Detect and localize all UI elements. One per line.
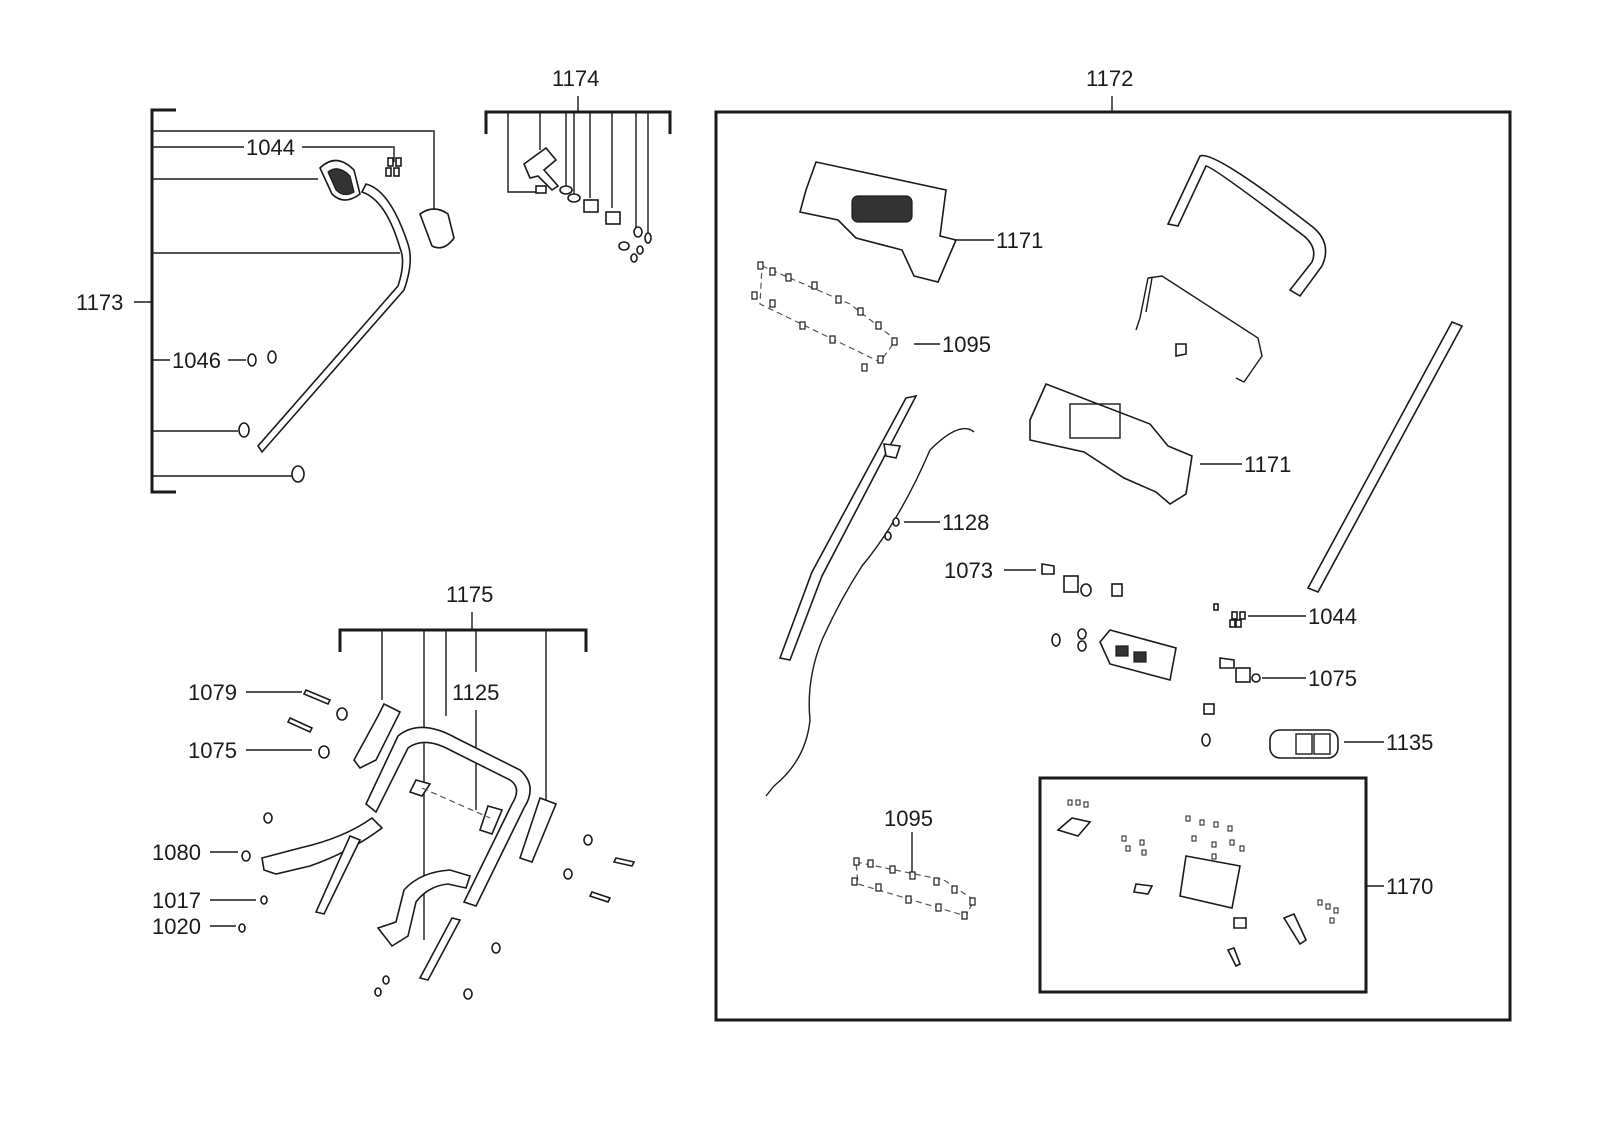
- group-label-1174: 1174: [552, 66, 599, 91]
- group-label-1173: 1173: [76, 290, 123, 315]
- label-1079: 1079: [188, 680, 237, 705]
- group-label-1175: 1175: [446, 582, 493, 607]
- group-label-1172: 1172: [1086, 66, 1133, 91]
- group-1173: 1173 1044 1046: [76, 108, 455, 494]
- label-1075-right: 1075: [1308, 666, 1357, 691]
- label-1170: 1170: [1386, 874, 1433, 899]
- group-1174: 1174: [484, 66, 672, 263]
- label-1020: 1020: [152, 914, 201, 939]
- label-1075-left: 1075: [188, 738, 237, 763]
- label-1046: 1046: [172, 348, 221, 373]
- label-1095-a: 1095: [942, 332, 991, 357]
- label-1095-b: 1095: [884, 806, 933, 831]
- group-1175: 1175 1125 1079 1075 1080: [152, 582, 636, 1000]
- label-1125: 1125: [452, 680, 499, 705]
- label-1017: 1017: [152, 888, 201, 913]
- label-1128: 1128: [942, 510, 989, 535]
- label-1080: 1080: [152, 840, 201, 865]
- label-1135: 1135: [1386, 730, 1433, 755]
- group-1172: 1172 1171 1095 1171: [714, 66, 1512, 1022]
- label-1171-a: 1171: [996, 228, 1043, 253]
- label-1171-b: 1171: [1244, 452, 1291, 477]
- label-1073: 1073: [944, 558, 993, 583]
- label-1044-top: 1044: [246, 135, 295, 160]
- label-1044-right: 1044: [1308, 604, 1357, 629]
